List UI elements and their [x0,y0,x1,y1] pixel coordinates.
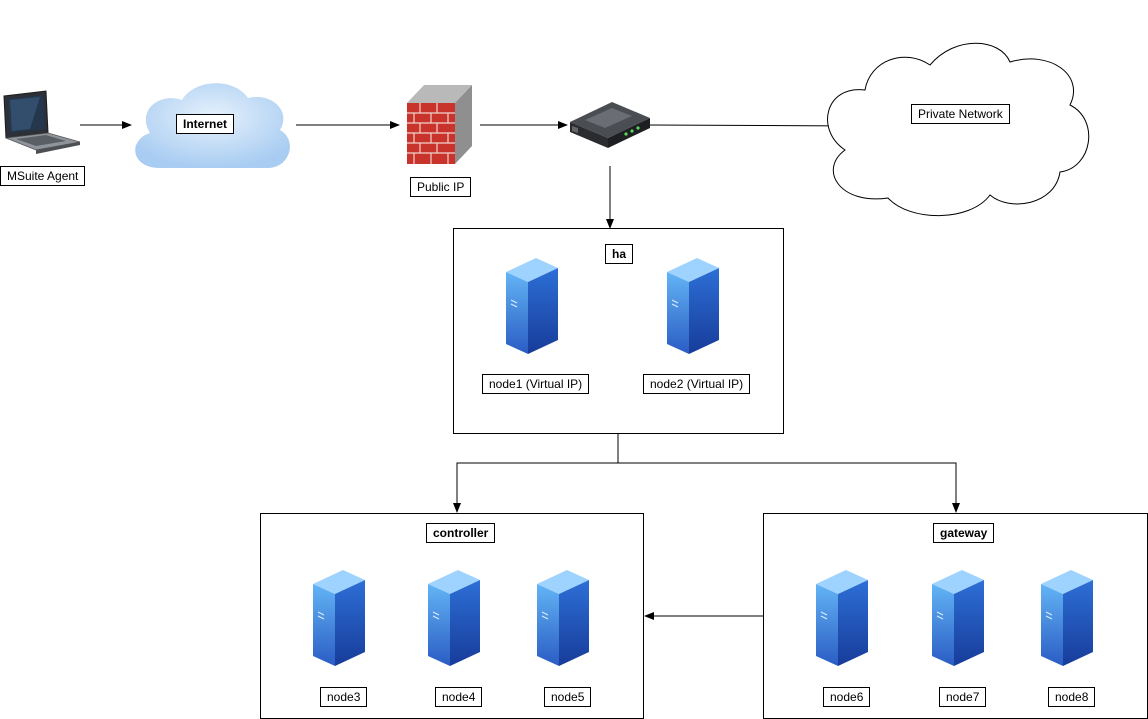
server-icon [426,568,482,668]
group-ha: ha [453,228,784,434]
node-label: node6 [823,687,871,707]
group-title-controller: controller [426,523,496,543]
cloud-outline-icon [827,42,1090,217]
server-icon [814,568,870,668]
node-label: node8 [1048,687,1096,707]
group-title-gateway: gateway [933,523,995,543]
node-label: node1 (Virtual IP) [482,374,590,394]
firewall-label: Public IP [410,177,472,197]
edge-router-private-network [649,121,858,130]
router-icon [570,102,650,148]
private-network-label: Private Network [911,104,1010,124]
edge-ha-gateway [618,462,960,513]
firewall-icon [407,85,472,164]
agent-label: MSuite Agent [0,166,86,186]
node-label: node5 [544,687,592,707]
laptop-icon [3,90,81,154]
server-icon [930,568,986,668]
node-label: node7 [939,687,987,707]
server-icon [311,568,367,668]
internet-label: Internet [176,114,235,134]
node-label: node2 (Virtual IP) [643,374,751,394]
node-label: node4 [435,687,483,707]
node-label: node3 [320,687,368,707]
server-icon [504,256,560,356]
edge-ha-controller [453,434,619,513]
group-title-ha: ha [605,244,634,264]
server-icon [665,256,721,356]
server-icon [1039,568,1095,668]
server-icon [535,568,591,668]
